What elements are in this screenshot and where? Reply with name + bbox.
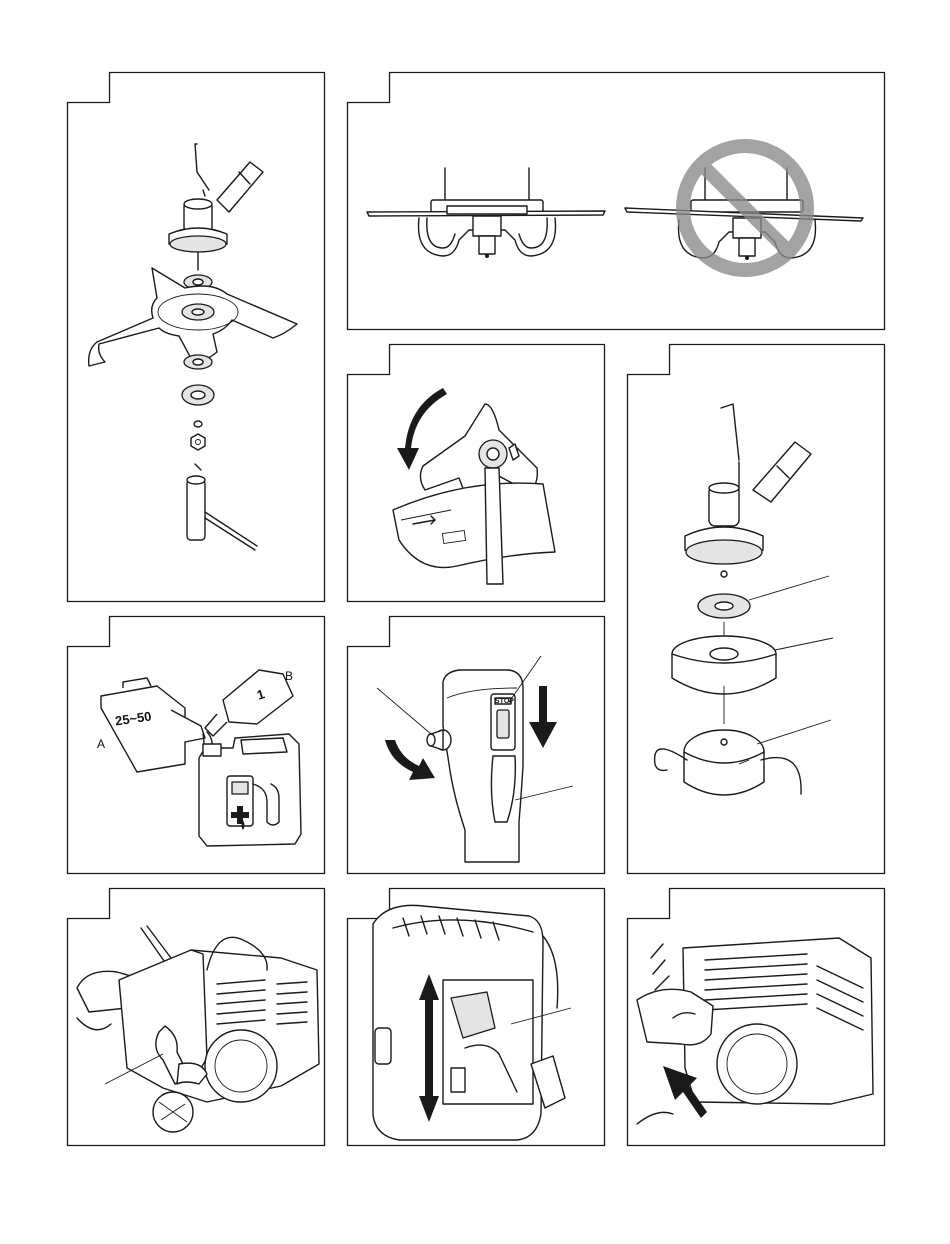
panel-guard-rotation <box>347 344 605 602</box>
panel-pull-starter <box>627 888 885 1146</box>
fuel-label-a: A <box>97 738 105 750</box>
stop-switch-label: STOP <box>495 698 514 705</box>
throttle-handle-illustration <box>347 616 605 874</box>
engine-updown-illustration <box>347 888 605 1146</box>
panel-blade-assembly <box>67 72 325 602</box>
panel-engine-choke <box>67 888 325 1146</box>
fuel-label-b: B <box>285 670 293 682</box>
panel-cutting-head-assembly <box>627 344 885 874</box>
panel-throttle-handle: STOP <box>347 616 605 874</box>
engine-choke-illustration <box>67 888 325 1146</box>
blade-orientation-illustration <box>347 72 885 330</box>
blade-assembly-illustration <box>67 72 325 602</box>
panel-engine-updown <box>347 888 605 1146</box>
fuel-mixing-illustration <box>67 616 325 874</box>
pull-starter-illustration <box>627 888 885 1146</box>
guard-rotation-illustration <box>347 344 605 602</box>
panel-blade-orientation <box>347 72 885 330</box>
panel-fuel-mixing: 25~50 1 A B <box>67 616 325 874</box>
cutting-head-illustration <box>627 344 885 874</box>
